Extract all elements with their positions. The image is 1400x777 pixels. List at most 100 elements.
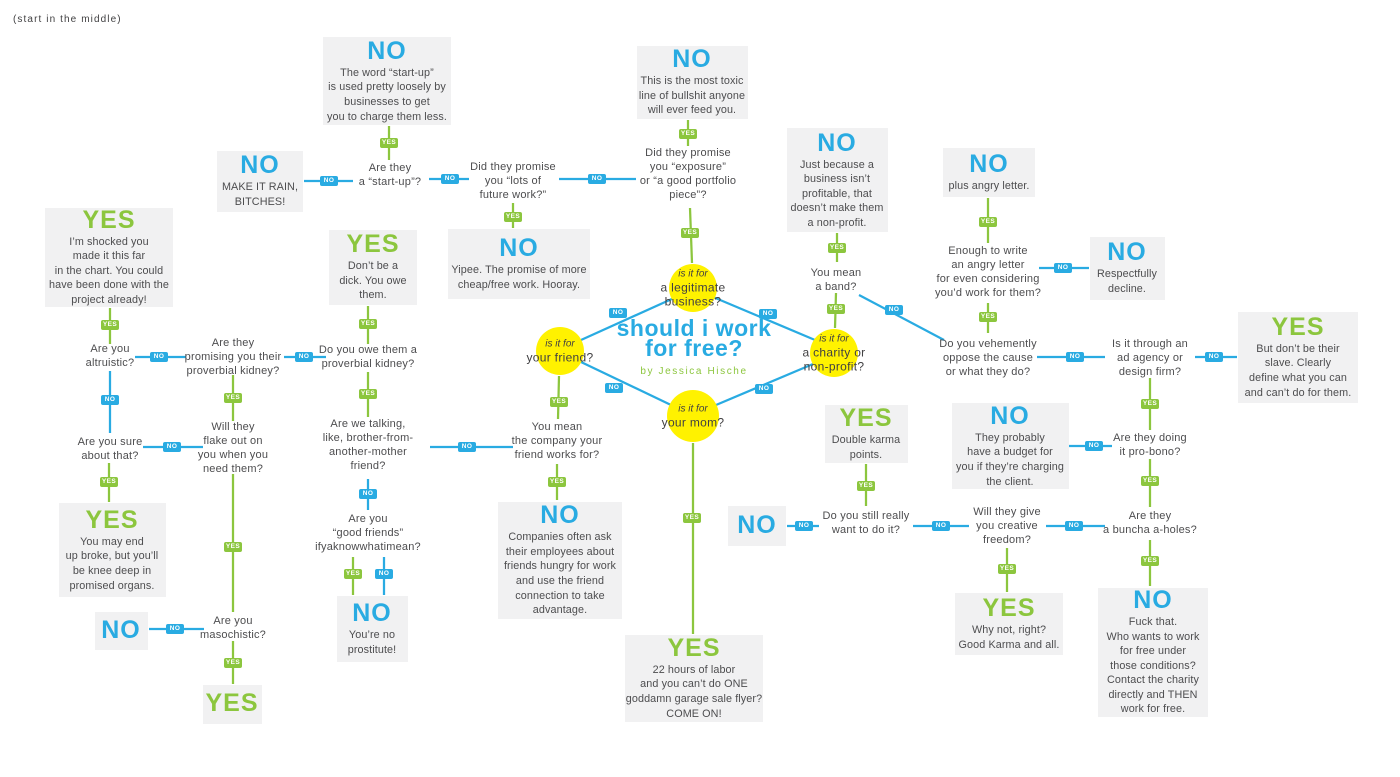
- answer-heading-yes: YES: [839, 404, 893, 433]
- answer-line: Contact the charity: [1107, 674, 1199, 687]
- question-line: for even considering: [936, 273, 1040, 285]
- answer-line: plus angry letter.: [948, 179, 1030, 192]
- edge-badge-yes: YES: [681, 228, 699, 238]
- answer-box-no-plain-right: NO: [728, 506, 786, 546]
- answer-line: Good Karma and all.: [958, 639, 1060, 651]
- answer-heading-no: NO: [499, 234, 539, 263]
- decision-prefix: is it for: [678, 268, 708, 280]
- answer-line: BITCHES!: [234, 196, 286, 208]
- answer-line: Fuck that.: [1128, 615, 1178, 628]
- answer-line: Don’t be a: [347, 260, 399, 273]
- answer-heading-yes: YES: [346, 230, 400, 259]
- answer-line: define what you can: [1249, 372, 1347, 384]
- answer-line: and use the friend: [515, 575, 605, 587]
- question-line: friend?: [350, 460, 386, 472]
- question-line: Are you: [348, 513, 388, 525]
- decision-line: non-profit?: [803, 359, 865, 374]
- answer-line: for free under: [1119, 645, 1187, 658]
- question-line: about that?: [81, 450, 139, 462]
- question-line: Are they doing: [1113, 432, 1187, 444]
- question-line: Are we talking,: [330, 418, 406, 430]
- answer-heading-no: NO: [672, 45, 712, 74]
- answer-line: Companies often ask: [508, 531, 612, 544]
- question-line: oppose the cause: [942, 352, 1034, 364]
- answer-line: advantage.: [532, 604, 588, 617]
- answer-line: I’m shocked you: [69, 235, 149, 248]
- question-line: You mean: [810, 267, 862, 279]
- answer-line: goddamn garage sale flyer?: [625, 693, 763, 705]
- answer-line: line of bullshit anyone: [638, 89, 746, 102]
- chart-title-line2: for free?: [645, 334, 743, 361]
- question-line: Will they give: [973, 506, 1041, 518]
- answer-line: you to charge them less.: [326, 110, 448, 123]
- answer-line: They probably: [975, 431, 1045, 444]
- edge-badge-no: NO: [759, 309, 777, 319]
- edge-badge-yes: YES: [548, 477, 566, 487]
- edge-badge-yes: YES: [359, 319, 377, 329]
- edge-badge-no: NO: [150, 352, 168, 362]
- decision-prefix: is it for: [819, 333, 849, 345]
- answer-line: you if they’re charging: [956, 461, 1064, 473]
- answer-line: Why not, right?: [971, 624, 1047, 637]
- answer-line: and can’t do for them.: [1244, 386, 1352, 399]
- question-line: you’d work for them?: [934, 287, 1042, 299]
- answer-line: The word “start-up”: [340, 66, 434, 79]
- edge-badge-no: NO: [1085, 441, 1103, 451]
- question-line: Do you owe them a: [318, 344, 418, 356]
- question-line: ifyaknowwhatimean?: [315, 541, 421, 553]
- edge-badge-no: NO: [932, 521, 950, 531]
- question-line: flake out on: [203, 435, 263, 447]
- question-line: the company your: [511, 435, 603, 447]
- edge-badge-no: NO: [605, 383, 623, 393]
- edge-badge-yes: YES: [679, 129, 697, 139]
- answer-line: 22 hours of labor: [652, 663, 736, 676]
- answer-line: Yipee. The promise of more: [451, 264, 587, 277]
- answer-line: have been done with the: [49, 279, 169, 292]
- question-line: proverbial kidney?: [321, 358, 415, 370]
- edge-line-no: [580, 360, 672, 407]
- answer-line: Respectfully: [1096, 268, 1157, 281]
- edge-badge-yes: YES: [380, 138, 398, 148]
- edge-badge-no: NO: [755, 384, 773, 394]
- answer-line: businesses to get: [344, 96, 430, 108]
- answer-heading-no: NO: [1107, 238, 1147, 267]
- question-line: Is it through an: [1112, 338, 1188, 350]
- edge-badge-yes: YES: [683, 513, 701, 523]
- question-line: an angry letter: [951, 259, 1025, 271]
- question-line: you “lots of: [484, 175, 542, 187]
- answer-line: will ever feed you.: [647, 104, 737, 117]
- answer-line: MAKE IT RAIN,: [221, 181, 299, 194]
- answer-line: made it this far: [72, 250, 146, 263]
- answer-line: Double karma: [831, 434, 901, 447]
- question-line: it pro-bono?: [1119, 446, 1181, 458]
- question-line: proverbial kidney?: [186, 365, 280, 377]
- answer-line: business isn’t: [803, 173, 871, 186]
- answer-box-no-plain-left: NO: [94, 612, 148, 650]
- question-line: promising you their: [184, 351, 282, 363]
- edge-badge-no: NO: [375, 569, 393, 579]
- edge-badge-yes: YES: [998, 564, 1016, 574]
- edge-badge-yes: YES: [224, 658, 242, 668]
- edge-badge-yes: YES: [359, 389, 377, 399]
- edge-badge-no: NO: [885, 305, 903, 315]
- answer-line: is used pretty loosely by: [328, 81, 446, 94]
- answer-line: slave. Clearly: [1264, 357, 1332, 370]
- answer-line: the client.: [986, 475, 1034, 488]
- question-line: Are you: [213, 615, 253, 627]
- edge-line-no: [858, 294, 945, 341]
